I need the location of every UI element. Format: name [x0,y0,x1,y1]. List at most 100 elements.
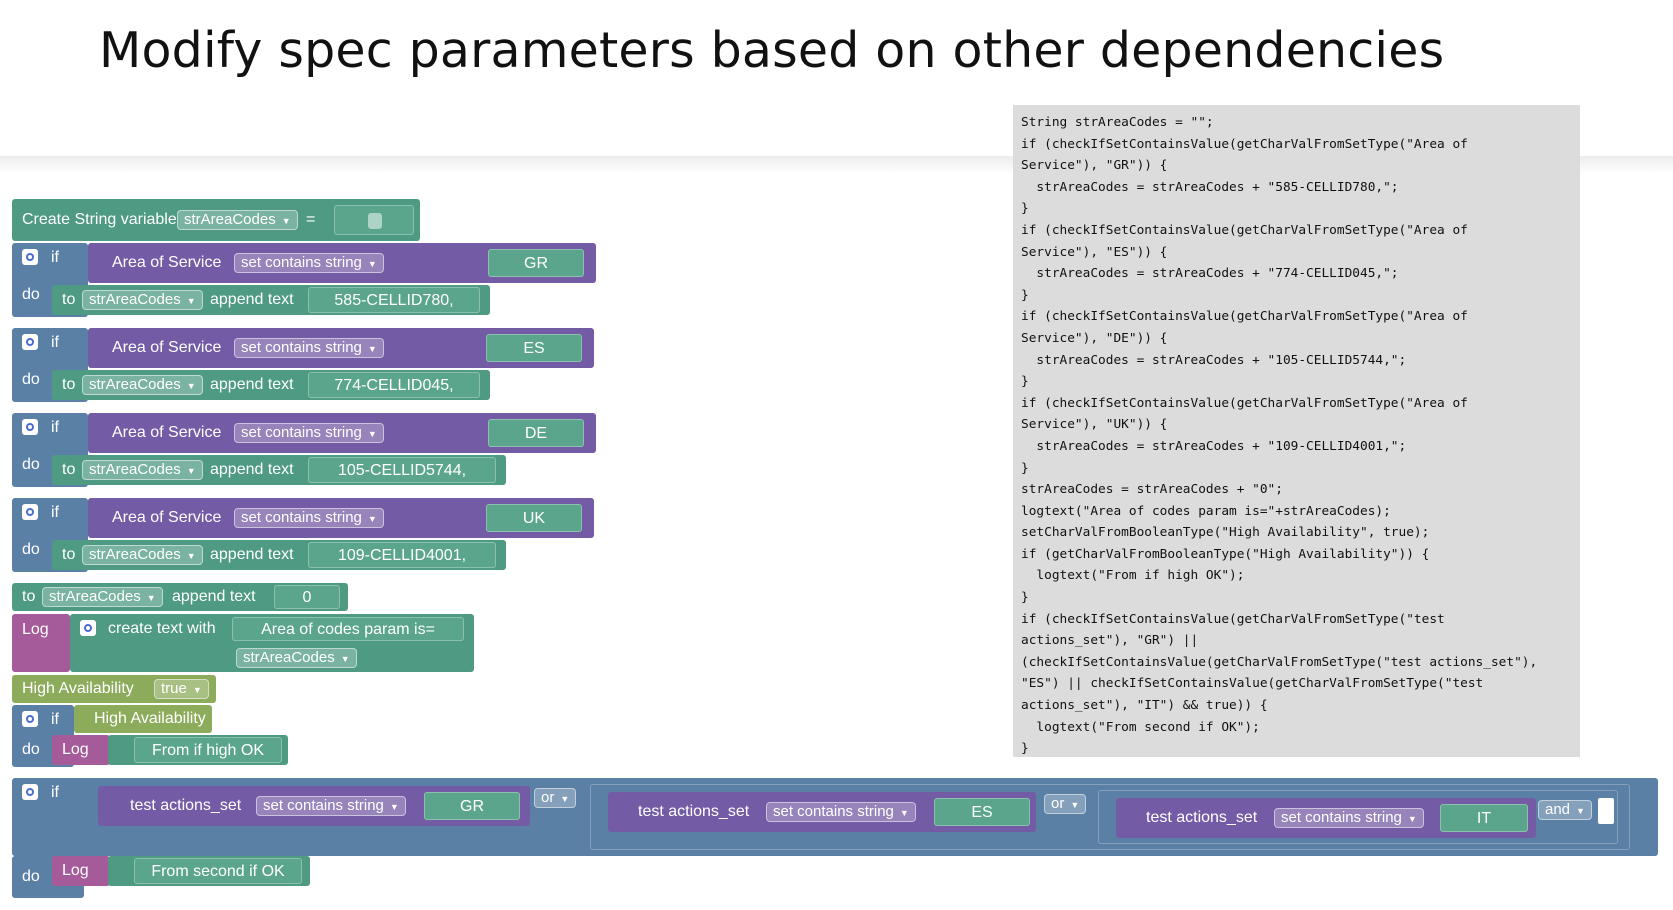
text-value-block[interactable]: IT [1440,804,1528,832]
create-text-block[interactable]: create text with Area of codes param is=… [70,614,474,672]
text-value: 0 [302,589,312,606]
text-value-block[interactable]: 774-CELLID045, [308,372,480,398]
text-value: GR [460,798,484,815]
set-contains-block[interactable]: Area of Service set contains string▼ DE [88,413,596,453]
high-availability-getter[interactable]: High Availability [74,705,212,733]
if-label: if [51,419,59,436]
code-line: Service"), "DE")) { [1021,330,1168,346]
empty-string-block[interactable] [334,205,414,235]
operator-value: set contains string [241,424,362,441]
code-text: String strAreaCodes = ""; if (checkIfSet… [1021,112,1572,760]
variable-dropdown[interactable]: strAreaCodes ▼ [82,290,203,310]
text-value: ES [523,340,545,357]
text-value-block[interactable]: UK [486,504,582,532]
variable-dropdown[interactable]: strAreaCodes▼ [82,375,203,395]
area-of-service-label: Area of Service [112,424,222,441]
text-value-block[interactable]: ES [934,798,1030,826]
variable-dropdown[interactable]: strAreaCodes▼ [42,587,163,607]
equals-label: = [306,211,316,228]
text-value-block[interactable]: From second if OK [134,858,302,884]
empty-string-field[interactable] [368,213,382,229]
operator-dropdown[interactable]: set contains string▼ [1274,808,1424,828]
code-line: strAreaCodes = strAreaCodes + "585-CELLI… [1021,179,1399,195]
or-dropdown[interactable]: or▼ [1044,794,1087,814]
text-value-block[interactable]: From if high OK [134,737,282,763]
append-text-label: append text [210,291,294,308]
gear-icon[interactable] [22,784,38,800]
text-block[interactable]: From if high OK [108,735,288,765]
log-block[interactable]: Log [52,735,110,765]
operator-dropdown[interactable]: set contains string▼ [234,423,384,443]
text-value-block[interactable]: ES [486,334,582,362]
set-contains-block[interactable]: test actions_set set contains string▼ IT [1116,798,1536,838]
area-of-service-label: Area of Service [112,509,222,526]
text-value-block[interactable]: 0 [274,585,340,609]
set-contains-block[interactable]: Area of Service set contains string▼ ES [88,328,594,368]
operator-value: set contains string [773,803,894,820]
operator-value: set contains string [241,509,362,526]
chevron-down-icon: ▼ [340,654,350,664]
area-of-service-label: Area of Service [112,339,222,356]
operator-dropdown[interactable]: set contains string▼ [234,508,384,528]
code-line: actions_set"), "GR") || [1021,633,1199,649]
if-high-availability-block[interactable]: if do [12,705,74,767]
area-of-service-label: Area of Service [112,254,222,271]
text-value-block[interactable]: 109-CELLID4001, [308,542,496,568]
gear-icon[interactable] [22,419,38,435]
code-line: strAreaCodes = strAreaCodes + "105-CELLI… [1021,352,1407,368]
gear-icon[interactable] [22,249,38,265]
text-value: DE [524,425,548,442]
code-line: } [1021,287,1029,303]
text-value-block[interactable]: GR [488,249,584,277]
variable-dropdown[interactable]: strAreaCodes▼ [236,648,357,668]
text-value-block[interactable]: 585-CELLID780, [308,287,480,313]
text-value-block[interactable]: Area of codes param is= [232,617,464,641]
log-block[interactable]: Log [52,856,110,886]
create-variable-block[interactable]: Create String variable strAreaCodes▼ = [12,199,420,241]
operator-dropdown[interactable]: set contains string▼ [256,796,406,816]
do-label: do [22,286,40,303]
gear-icon[interactable] [22,334,38,350]
text-value-block[interactable]: GR [424,792,520,820]
variable-name: strAreaCodes [89,291,181,308]
text-value: 105-CELLID5744, [337,462,467,479]
gear-icon[interactable] [22,711,38,727]
set-contains-block[interactable]: test actions_set set contains string▼ ES [608,792,1036,832]
code-line: if (getCharValFromBooleanType("High Avai… [1021,546,1430,562]
variable-dropdown[interactable]: strAreaCodes▼ [82,460,203,480]
create-variable-label: Create String variable [22,211,177,228]
and-dropdown[interactable]: and▼ [1538,800,1592,820]
if-label: if [51,334,59,351]
set-contains-block[interactable]: test actions_set set contains string▼ GR [98,786,530,826]
variable-dropdown[interactable]: strAreaCodes▼ [82,545,203,565]
operator-dropdown[interactable]: set contains string▼ [234,253,384,273]
if-label: if [51,784,59,801]
empty-input-slot[interactable] [1598,798,1614,824]
text-value: 585-CELLID780, [334,292,454,309]
text-value-block[interactable]: DE [488,419,584,447]
high-availability-label: High Availability [22,680,134,697]
text-value-block[interactable]: 105-CELLID5744, [308,457,496,483]
boolean-dropdown[interactable]: true▼ [154,679,209,699]
gear-icon[interactable] [80,620,96,636]
set-contains-block[interactable]: Area of Service set contains string▼ UK [88,498,594,538]
gear-icon[interactable] [22,504,38,520]
set-contains-block[interactable]: Area of Service set contains string▼ GR [88,243,596,283]
chevron-down-icon: ▼ [146,593,156,603]
append-zero-block[interactable]: to strAreaCodes▼ append text 0 [12,583,348,611]
variable-dropdown[interactable]: strAreaCodes▼ [177,210,298,230]
set-high-availability-block[interactable]: High Availability true▼ [12,675,216,703]
chevron-down-icon: ▼ [186,296,196,306]
or-dropdown[interactable]: or▼ [534,788,577,808]
code-line: Service"), "ES")) { [1021,244,1168,260]
text-block[interactable]: From second if OK [108,856,310,886]
operator-dropdown[interactable]: set contains string▼ [766,802,916,822]
operator-dropdown[interactable]: set contains string▼ [234,338,384,358]
text-value: 774-CELLID045, [334,377,454,394]
log-block[interactable]: Log [12,614,70,672]
